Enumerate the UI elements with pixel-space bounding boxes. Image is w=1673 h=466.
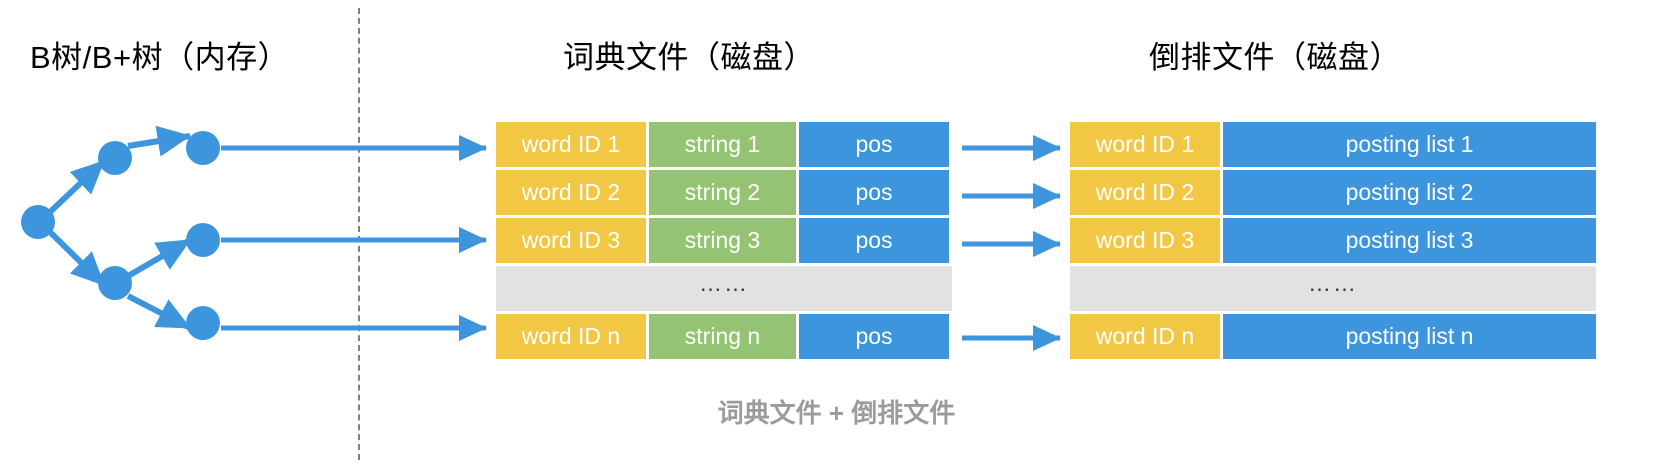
cell-string: string 3 [649, 218, 796, 263]
table-row: word ID 2 posting list 2 [1070, 170, 1596, 215]
cell-posting-list: posting list n [1223, 314, 1596, 359]
btree-node-leaf-2 [186, 223, 220, 257]
btree-node-leaf-1 [186, 131, 220, 165]
cell-posting-list: posting list 1 [1223, 122, 1596, 167]
inverted-file-table: word ID 1 posting list 1 word ID 2 posti… [1070, 122, 1596, 359]
table-row: word ID n posting list n [1070, 314, 1596, 359]
cell-pos: pos [799, 314, 949, 359]
cell-word-id: word ID n [496, 314, 646, 359]
cell-pos: pos [799, 170, 949, 215]
section-title-inverted: 倒排文件（磁盘） [1149, 40, 1401, 75]
ellipsis-text: …… [1308, 270, 1358, 296]
cell-string: string 2 [649, 170, 796, 215]
cell-pos: pos [799, 122, 949, 167]
btree-node-leaf-3 [186, 306, 220, 340]
dictionary-file-table: word ID 1 string 1 pos word ID 2 string … [496, 122, 952, 359]
cell-word-id: word ID 1 [496, 122, 646, 167]
cell-string: string 1 [649, 122, 796, 167]
btree-node-mid-2 [98, 266, 132, 300]
table-row: word ID 2 string 2 pos [496, 170, 952, 215]
cell-word-id: word ID 2 [1070, 170, 1220, 215]
table-row: word ID 1 string 1 pos [496, 122, 952, 167]
table-row: word ID 3 string 3 pos [496, 218, 952, 263]
cell-word-id: word ID n [1070, 314, 1220, 359]
cell-string: string n [649, 314, 796, 359]
cell-word-id: word ID 3 [496, 218, 646, 263]
memory-disk-divider [358, 8, 360, 460]
table-row: word ID 1 posting list 1 [1070, 122, 1596, 167]
table-row-ellipsis: …… [1070, 266, 1596, 311]
btree-node-root [21, 205, 55, 239]
section-title-btree: B树/B+树（内存） [30, 40, 290, 75]
table-row-ellipsis: …… [496, 266, 952, 311]
cell-word-id: word ID 3 [1070, 218, 1220, 263]
cell-word-id: word ID 1 [1070, 122, 1220, 167]
ellipsis-text: …… [699, 270, 749, 296]
section-title-dictionary: 词典文件（磁盘） [563, 40, 815, 75]
btree-graph [0, 100, 360, 370]
table-row: word ID 3 posting list 3 [1070, 218, 1596, 263]
cell-posting-list: posting list 3 [1223, 218, 1596, 263]
btree-node-mid-1 [98, 141, 132, 175]
cell-word-id: word ID 2 [496, 170, 646, 215]
cell-pos: pos [799, 218, 949, 263]
cell-posting-list: posting list 2 [1223, 170, 1596, 215]
table-row: word ID n string n pos [496, 314, 952, 359]
diagram-caption: 词典文件 + 倒排文件 [717, 398, 956, 428]
